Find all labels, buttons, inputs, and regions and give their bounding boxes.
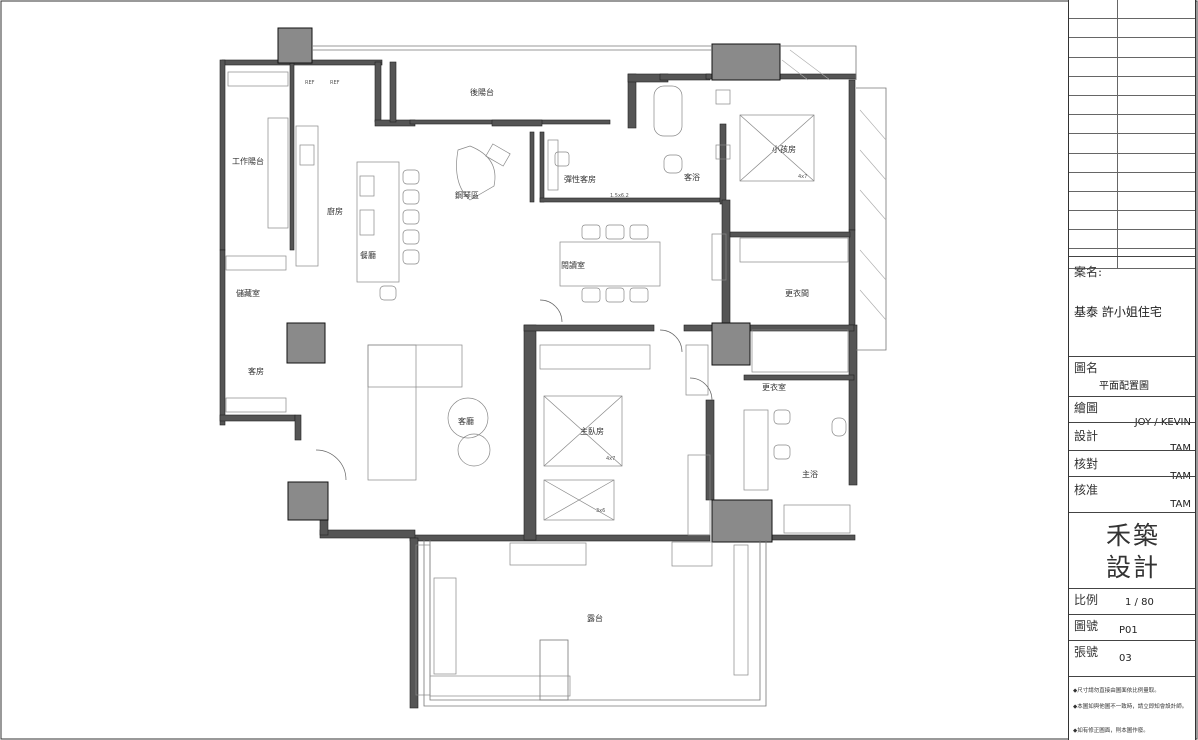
approve-section: 核准 TAM <box>1069 476 1195 512</box>
columns <box>277 27 781 543</box>
note-3: ◆如有修正圖面，則本圖作廢。 <box>1073 728 1149 734</box>
ref-label-1: REF <box>305 80 315 86</box>
check-section: 核對 TAM <box>1069 450 1195 482</box>
room-kitchen: 廚房 <box>327 206 343 216</box>
doors <box>315 299 713 481</box>
logo-section <box>1069 512 1195 588</box>
room-flex-guest: 彈性客房 <box>564 174 596 184</box>
sheet-no-value: 03 <box>1119 653 1132 664</box>
approve-label: 核准 <box>1074 483 1099 497</box>
dim-note-1: 4x7 <box>798 174 807 180</box>
approve-value: TAM <box>1170 499 1191 510</box>
dim-note-2: 4x7 <box>606 456 615 462</box>
drawing-name-label: 圖名 <box>1074 361 1099 375</box>
room-kids: 小孩房 <box>772 144 796 154</box>
check-label: 核對 <box>1074 457 1099 471</box>
logo-line-1: 禾築 <box>1105 521 1160 550</box>
room-reading: 閱讀室 <box>561 260 585 270</box>
case-label: 案名: <box>1074 265 1103 279</box>
drawing-name-section: 圖名 平面配置圖 <box>1069 356 1195 396</box>
room-living: 客廳 <box>458 416 474 426</box>
drawing-no-label: 圖號 <box>1074 619 1099 633</box>
room-work-balcony: 工作陽台 <box>232 156 264 166</box>
drawing-no-value: P01 <box>1119 625 1138 636</box>
dim-note-3: 3x6 <box>596 508 605 514</box>
scale-value: 1 / 80 <box>1125 597 1154 608</box>
note-1: ◆尺寸請勿直接由圖面依比例量取。 <box>1073 688 1160 694</box>
furniture <box>225 71 851 697</box>
ref-label-2: REF <box>330 80 340 86</box>
room-closet-2: 更衣室 <box>762 382 786 392</box>
room-rear-balcony: 後陽台 <box>470 87 494 97</box>
case-section: 案名: 基泰 許小姐住宅 <box>1069 256 1195 356</box>
scale-section: 比例 1 / 80 <box>1069 588 1195 614</box>
drawn-section: 繪圖 JOY / KEVIN <box>1069 396 1195 428</box>
sheet-no-section: 張號 03 <box>1069 640 1195 676</box>
walls <box>219 59 858 709</box>
case-value: 基泰 許小姐住宅 <box>1074 305 1162 319</box>
room-storage: 儲藏室 <box>236 288 260 298</box>
room-closet-1: 更衣間 <box>785 288 809 298</box>
room-master-bath: 主浴 <box>802 469 818 479</box>
logo-line-2: 設計 <box>1105 553 1160 582</box>
room-master-bedroom: 主臥房 <box>580 426 604 436</box>
design-value: TAM <box>1170 443 1191 454</box>
room-dining: 餐廳 <box>360 250 376 260</box>
room-guest-bath: 客浴 <box>684 172 700 182</box>
room-terrace: 露台 <box>587 613 603 623</box>
balcony-hatch <box>781 49 887 321</box>
notes-section: ◆尺寸請勿直接由圖面依比例量取。 ◆本圖如與他圖不一致時，請立即知會設計師。 ◆… <box>1069 676 1195 740</box>
drawn-label: 繪圖 <box>1074 401 1099 415</box>
drawing-no-section: 圖號 P01 <box>1069 614 1195 640</box>
dim-note-4: 1.5x6.2 <box>610 193 629 199</box>
firm-logo: 禾築 設計 <box>1093 520 1173 584</box>
sheet-no-label: 張號 <box>1074 645 1099 659</box>
scale-label: 比例 <box>1074 593 1099 607</box>
room-guest: 客房 <box>248 366 264 376</box>
title-block: 案名: 基泰 許小姐住宅 圖名 平面配置圖 繪圖 JOY / KEVIN 設計 … <box>1068 0 1196 740</box>
design-section: 設計 TAM <box>1069 422 1195 454</box>
design-label: 設計 <box>1074 429 1099 443</box>
room-piano-area: 鋼琴區 <box>455 190 479 200</box>
drawing-name-value: 平面配置圖 <box>1099 381 1149 392</box>
note-2: ◆本圖如與他圖不一致時，請立即知會設計師。 <box>1073 704 1188 710</box>
revision-table <box>1069 0 1195 269</box>
